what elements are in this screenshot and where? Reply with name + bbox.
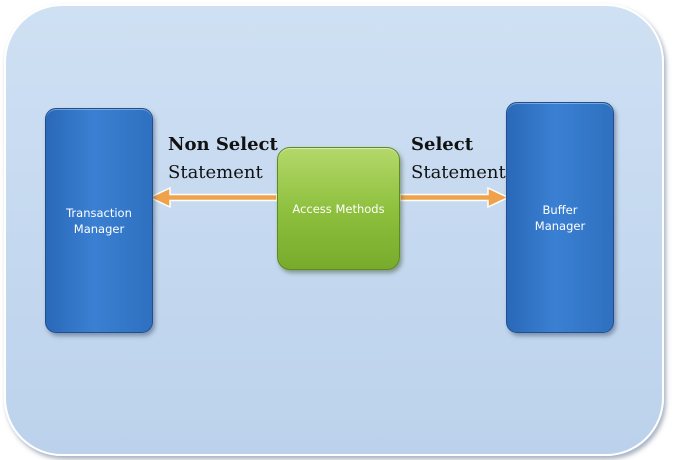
transaction-manager-node: Transaction Manager [45, 108, 153, 333]
arrow-to-buffer-manager [399, 186, 510, 209]
arrow-non-select [148, 186, 278, 209]
transaction-manager-label-line2: Manager [73, 221, 125, 236]
non-select-label-line2: Statement [168, 162, 263, 183]
arrow-select [399, 186, 510, 209]
access-methods-node: Access Methods [277, 147, 400, 270]
transaction-manager-label-line1: Transaction [66, 205, 132, 220]
access-methods-label: Access Methods [292, 201, 385, 216]
select-label-line2: Statement [411, 162, 506, 183]
select-label-line1: Select [411, 134, 474, 155]
buffer-manager-label-line2: Manager [534, 218, 586, 233]
buffer-manager-label-line1: Buffer [542, 202, 578, 217]
buffer-manager-node: Buffer Manager [506, 102, 614, 333]
arrow-to-transaction-manager [148, 186, 278, 209]
non-select-label-line1: Non Select [168, 134, 278, 155]
select-statement-label: Select Statement [411, 131, 506, 187]
non-select-statement-label: Non Select Statement [168, 131, 278, 187]
